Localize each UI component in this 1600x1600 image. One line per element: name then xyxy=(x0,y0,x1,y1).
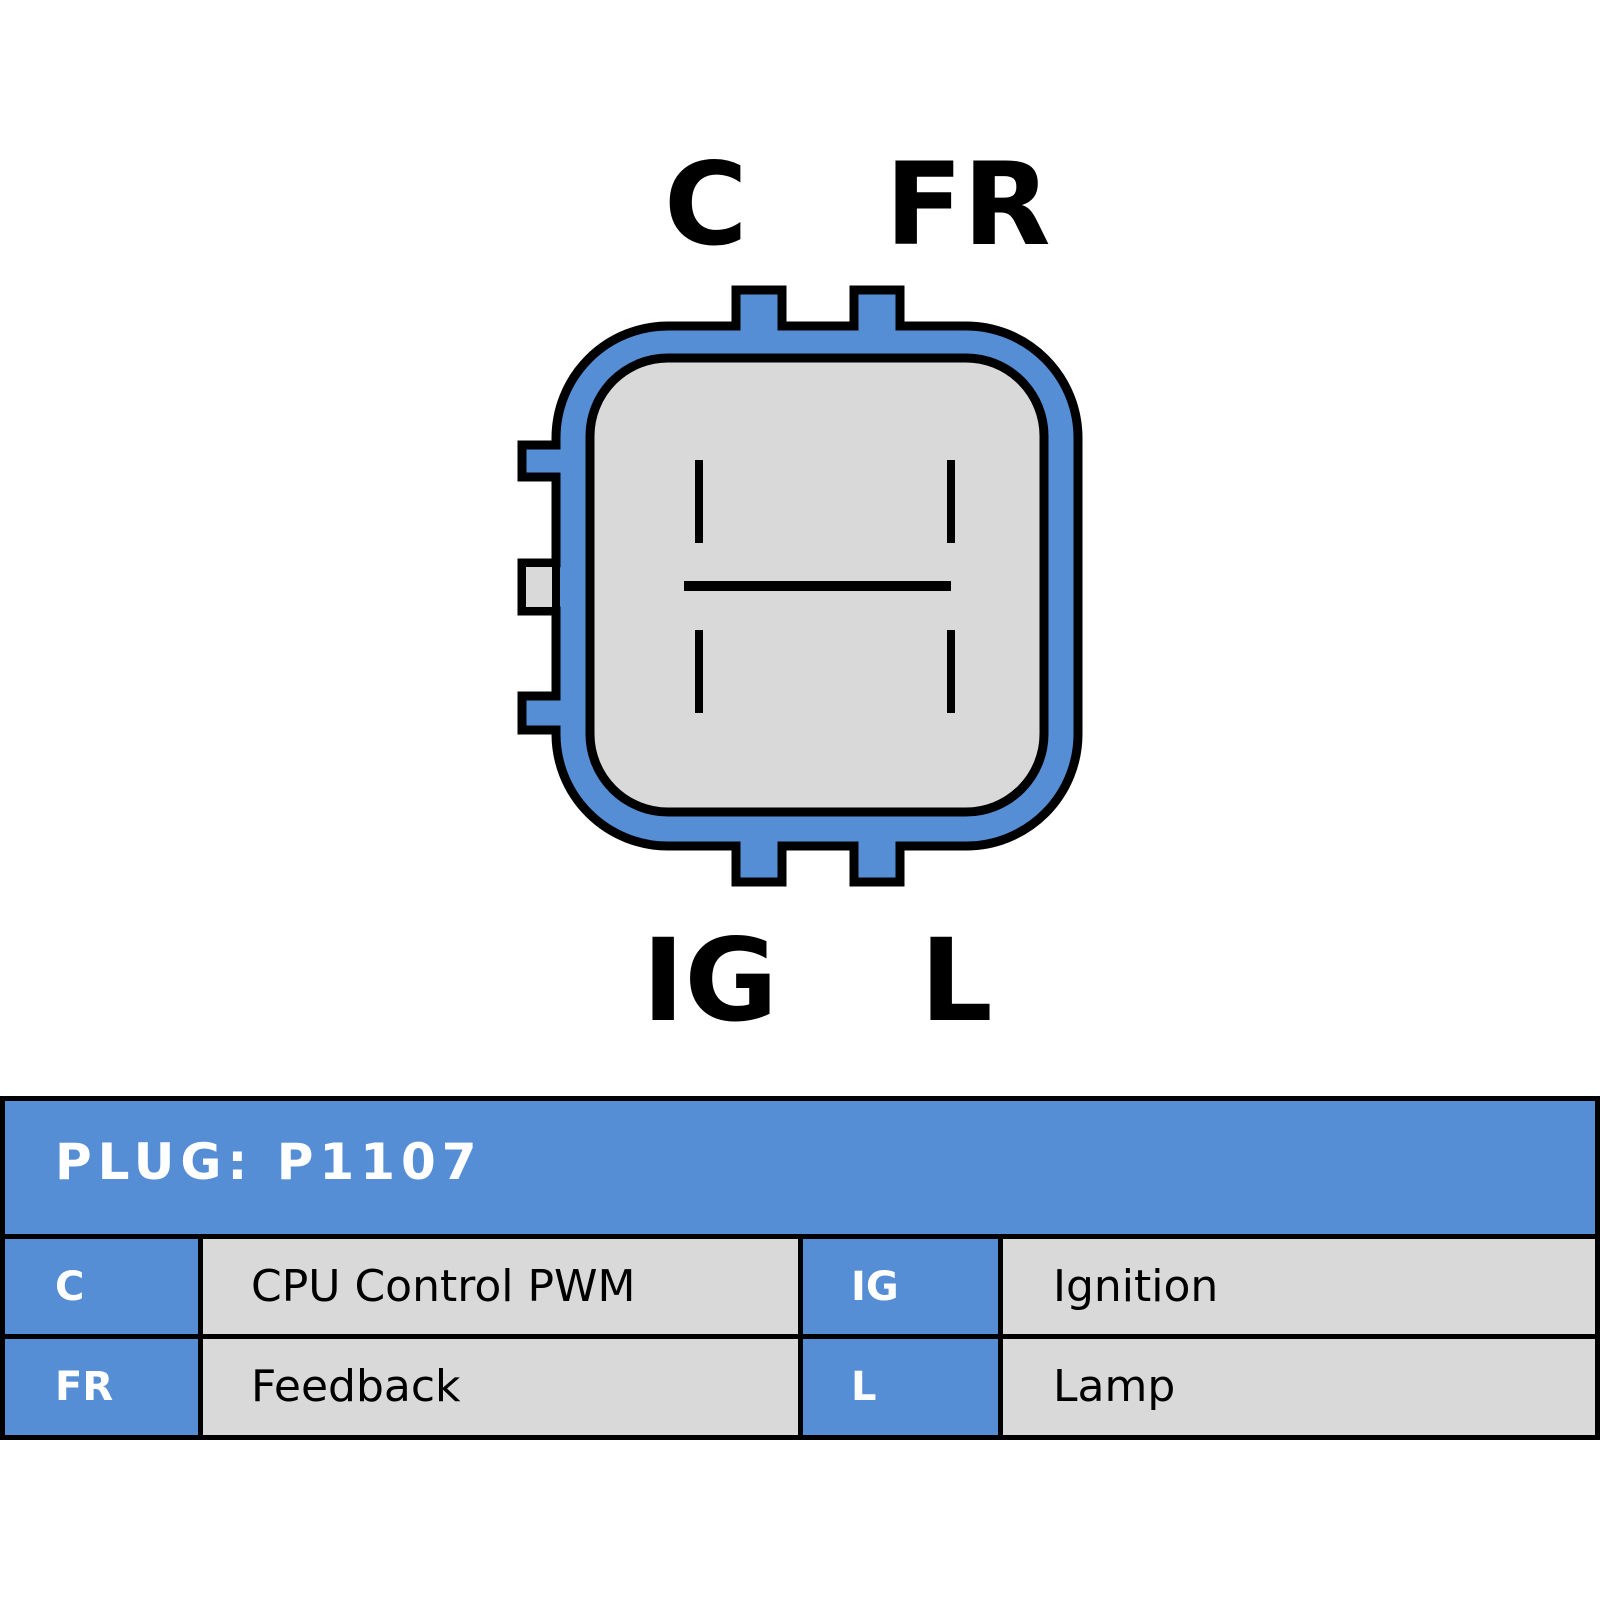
connector-drawing xyxy=(517,285,1083,887)
pin-description: Ignition xyxy=(1053,1260,1219,1312)
pin-code-cell: IG xyxy=(803,1239,1003,1334)
pin-label-fr: FR xyxy=(885,138,1051,271)
pin-code-cell: FR xyxy=(5,1339,203,1435)
pin-description: Feedback xyxy=(251,1361,461,1412)
pin-code: IG xyxy=(851,1263,899,1310)
pin-code-cell: L xyxy=(803,1339,1003,1435)
pin-description: CPU Control PWM xyxy=(251,1260,636,1312)
pin-code: C xyxy=(55,1263,85,1310)
table-row: C CPU Control PWM IG Ignition xyxy=(5,1239,1595,1339)
pin-label-ig: IG xyxy=(642,914,778,1047)
pin-label-c: C xyxy=(664,138,748,271)
pin-desc-cell: Lamp xyxy=(1003,1339,1595,1435)
pin-description: Lamp xyxy=(1053,1361,1176,1412)
table-header: PLUG: P1107 xyxy=(5,1101,1595,1239)
latch-tab xyxy=(518,559,560,615)
pin-code-cell: C xyxy=(5,1239,203,1334)
table-row: FR Feedback L Lamp xyxy=(5,1339,1595,1435)
pin-desc-cell: Feedback xyxy=(203,1339,803,1435)
pin-code: L xyxy=(851,1364,877,1410)
pin-desc-cell: CPU Control PWM xyxy=(203,1239,803,1334)
pin-label-l: L xyxy=(920,914,993,1047)
plug-title: PLUG: P1107 xyxy=(55,1133,483,1191)
connector-diagram: C FR IG L xyxy=(517,138,1083,1047)
pinout-table: PLUG: P1107 C CPU Control PWM IG Ignitio… xyxy=(0,1096,1600,1440)
pin-code: FR xyxy=(55,1364,114,1410)
pin-desc-cell: Ignition xyxy=(1003,1239,1595,1334)
